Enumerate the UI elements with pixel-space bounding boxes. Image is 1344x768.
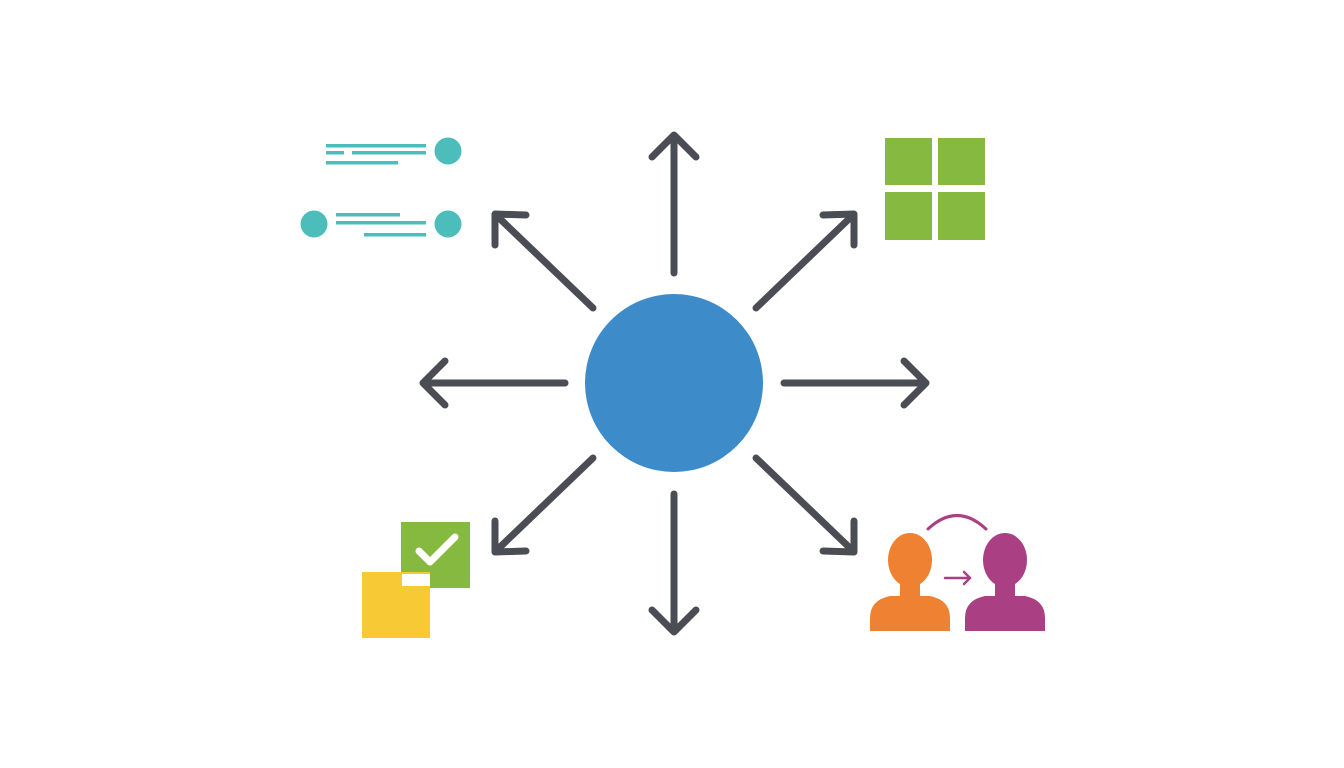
arrow-right bbox=[780, 357, 930, 409]
arrow-up bbox=[648, 131, 700, 277]
timeline-list-icon bbox=[300, 137, 462, 238]
hub-circle bbox=[585, 294, 763, 472]
arrow-up-right bbox=[752, 210, 858, 312]
transfer-arc-icon bbox=[926, 514, 988, 531]
checkmark-icon bbox=[415, 533, 459, 566]
arrow-down-left bbox=[491, 454, 597, 556]
four-squares-grid-icon bbox=[885, 138, 985, 240]
person-orange-icon bbox=[870, 533, 950, 631]
arrow-down bbox=[648, 490, 700, 636]
checked-overlapping-squares-icon bbox=[362, 522, 470, 638]
arrow-down-right bbox=[752, 454, 858, 556]
person-purple-icon bbox=[965, 533, 1045, 631]
transfer-arrow-icon bbox=[943, 570, 972, 586]
two-people-transfer-icon bbox=[870, 514, 1045, 631]
arrow-up-left bbox=[491, 210, 597, 312]
arrow-left bbox=[419, 357, 569, 409]
arrows-group bbox=[419, 131, 930, 636]
